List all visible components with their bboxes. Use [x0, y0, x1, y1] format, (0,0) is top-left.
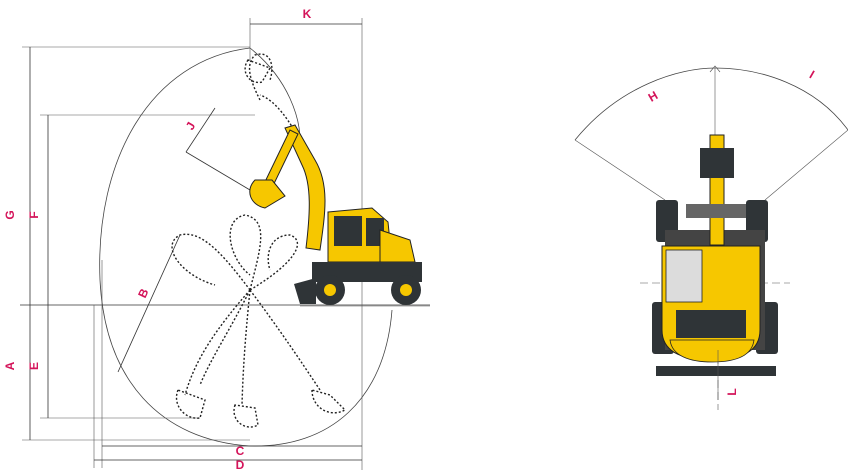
dim-label-g: G — [3, 210, 17, 219]
ghost-bucket-3 — [311, 389, 347, 414]
rear-dozer-blade — [656, 366, 776, 376]
swing-apex-marker — [709, 65, 721, 73]
rear-wheel-hub — [400, 284, 412, 296]
bucket — [249, 179, 286, 209]
dim-label-e: E — [27, 362, 41, 370]
bucket-top — [700, 148, 734, 178]
front-wheel-hub — [324, 284, 336, 296]
ghost-bucket-1 — [175, 389, 206, 419]
excavator-top-machine — [652, 134, 778, 376]
dim-j-line-b — [185, 151, 251, 191]
swing-right-line — [764, 129, 848, 201]
counterweight — [669, 339, 755, 363]
dim-label-b: B — [135, 286, 151, 300]
top-view: H I — [574, 65, 848, 410]
dim-label-l: L — [725, 388, 739, 395]
excavator-side-machine — [249, 124, 422, 305]
dim-label-h: H — [646, 88, 661, 104]
ghost-bucket-2 — [233, 404, 259, 428]
side-view: G F A E B J K C D — [3, 7, 430, 470]
raised-bucket — [244, 59, 272, 84]
undercarriage — [312, 262, 422, 282]
engine-housing — [379, 229, 416, 263]
dim-label-f: F — [27, 211, 41, 218]
front-stabilizer — [686, 204, 746, 218]
dim-label-j: J — [183, 120, 198, 133]
dim-label-c: C — [236, 444, 245, 458]
dim-label-k: K — [303, 7, 312, 21]
dozer-blade — [294, 278, 316, 304]
cab-window — [334, 216, 362, 246]
dim-j-line-a — [185, 107, 216, 153]
ghost-arm-positions — [171, 53, 347, 428]
dim-label-a: A — [3, 361, 17, 370]
cab-grille — [665, 249, 703, 303]
swing-left-line — [574, 139, 666, 201]
dim-label-d: D — [236, 458, 245, 470]
dim-b-line — [117, 234, 181, 373]
boom — [284, 124, 326, 251]
dim-label-i: I — [807, 68, 817, 82]
max-reach-arc — [99, 47, 393, 447]
engine-cover — [676, 310, 746, 338]
